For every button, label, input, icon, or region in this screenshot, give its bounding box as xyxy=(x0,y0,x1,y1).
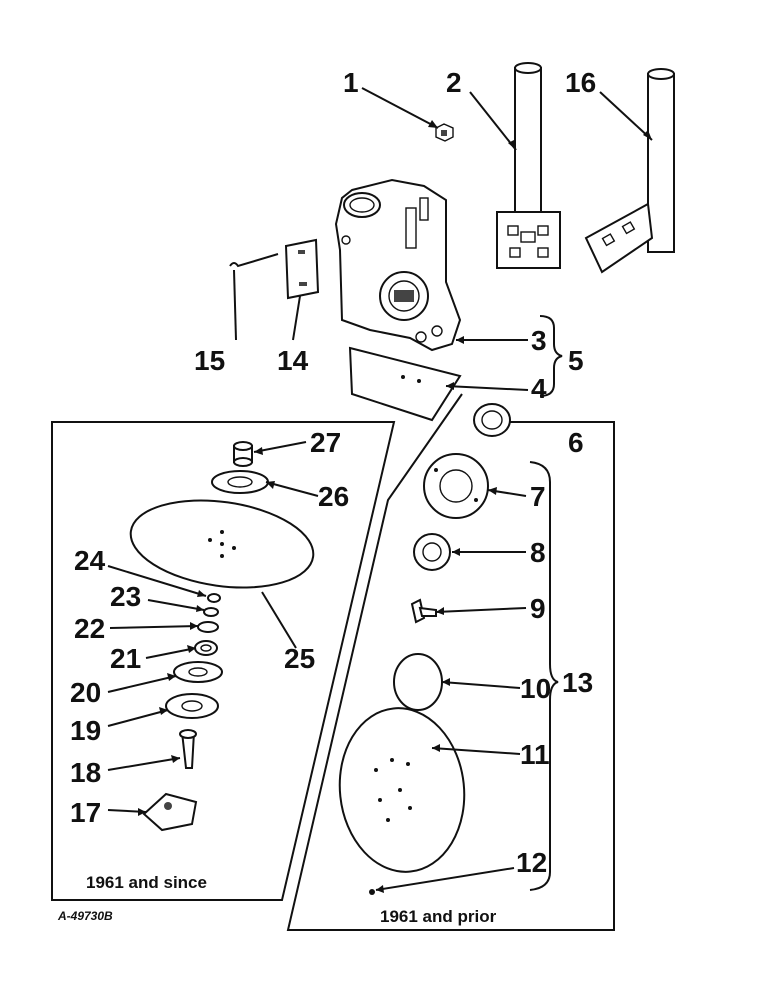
figure-id: A-49730B xyxy=(57,909,113,923)
group-brace-13 xyxy=(529,461,559,891)
leader-arrowheads xyxy=(138,120,652,893)
caption-1961-and-prior: 1961 and prior xyxy=(380,907,497,926)
callout-15: 15 xyxy=(194,345,225,376)
part-14-plate xyxy=(284,238,320,300)
callout-6: 6 xyxy=(568,427,584,458)
callout-20: 20 xyxy=(70,677,101,708)
callout-18: 18 xyxy=(70,757,101,788)
part-4-scraper xyxy=(348,346,462,422)
part-20-flange xyxy=(173,661,223,683)
part-24-nut xyxy=(207,593,221,603)
callout-25: 25 xyxy=(284,643,315,674)
part-11-disc xyxy=(338,707,466,873)
leader-lines xyxy=(107,87,653,891)
callout-19: 19 xyxy=(70,715,101,746)
part-16-standard xyxy=(584,68,675,274)
callout-22: 22 xyxy=(74,613,105,644)
callout-2: 2 xyxy=(446,67,462,98)
callout-23: 23 xyxy=(110,581,141,612)
callout-24: 24 xyxy=(74,545,106,576)
part-10-ring xyxy=(393,653,443,711)
callout-7: 7 xyxy=(530,481,546,512)
part-3-hanger xyxy=(334,178,462,352)
callout-1: 1 xyxy=(343,67,359,98)
callout-8: 8 xyxy=(530,537,546,568)
part-17-housing xyxy=(142,792,198,832)
part-27-bushing xyxy=(233,441,253,467)
callout-16: 16 xyxy=(565,67,596,98)
callout-9: 9 xyxy=(530,593,546,624)
part-23-washer xyxy=(203,607,219,617)
left-panel-border xyxy=(51,421,396,901)
part-9-bolt xyxy=(410,598,437,624)
callout-3: 3 xyxy=(531,325,547,356)
callout-17: 17 xyxy=(70,797,101,828)
callout-10: 10 xyxy=(520,673,551,704)
callout-14: 14 xyxy=(277,345,309,376)
part-12-screw xyxy=(369,889,375,895)
callout-4: 4 xyxy=(531,373,547,404)
part-19-flange xyxy=(165,693,219,719)
part-22-ring xyxy=(197,621,219,633)
callout-labels: 1 2 16 3 5 4 15 14 6 27 26 7 8 24 23 9 2… xyxy=(70,67,596,878)
part-8-bearing xyxy=(413,533,451,571)
part-15-pin xyxy=(229,253,279,268)
callout-5: 5 xyxy=(568,345,584,376)
callout-26: 26 xyxy=(318,481,349,512)
part-2-standard xyxy=(496,62,561,269)
part-7-flange xyxy=(423,453,489,519)
right-panel-border xyxy=(286,393,615,931)
callout-12: 12 xyxy=(516,847,547,878)
part-18-spindle xyxy=(179,729,197,769)
group-brace-5 xyxy=(539,315,563,397)
caption-1961-and-since: 1961 and since xyxy=(86,873,207,892)
callout-11: 11 xyxy=(520,739,550,770)
part-21-bearing xyxy=(194,640,218,656)
callout-13: 13 xyxy=(562,667,593,698)
callout-27: 27 xyxy=(310,427,341,458)
part-25-disc xyxy=(129,499,315,589)
callout-21: 21 xyxy=(110,643,141,674)
part-26-flange xyxy=(211,470,269,494)
part-6-seal xyxy=(473,403,511,437)
part-1-nut xyxy=(435,123,454,142)
